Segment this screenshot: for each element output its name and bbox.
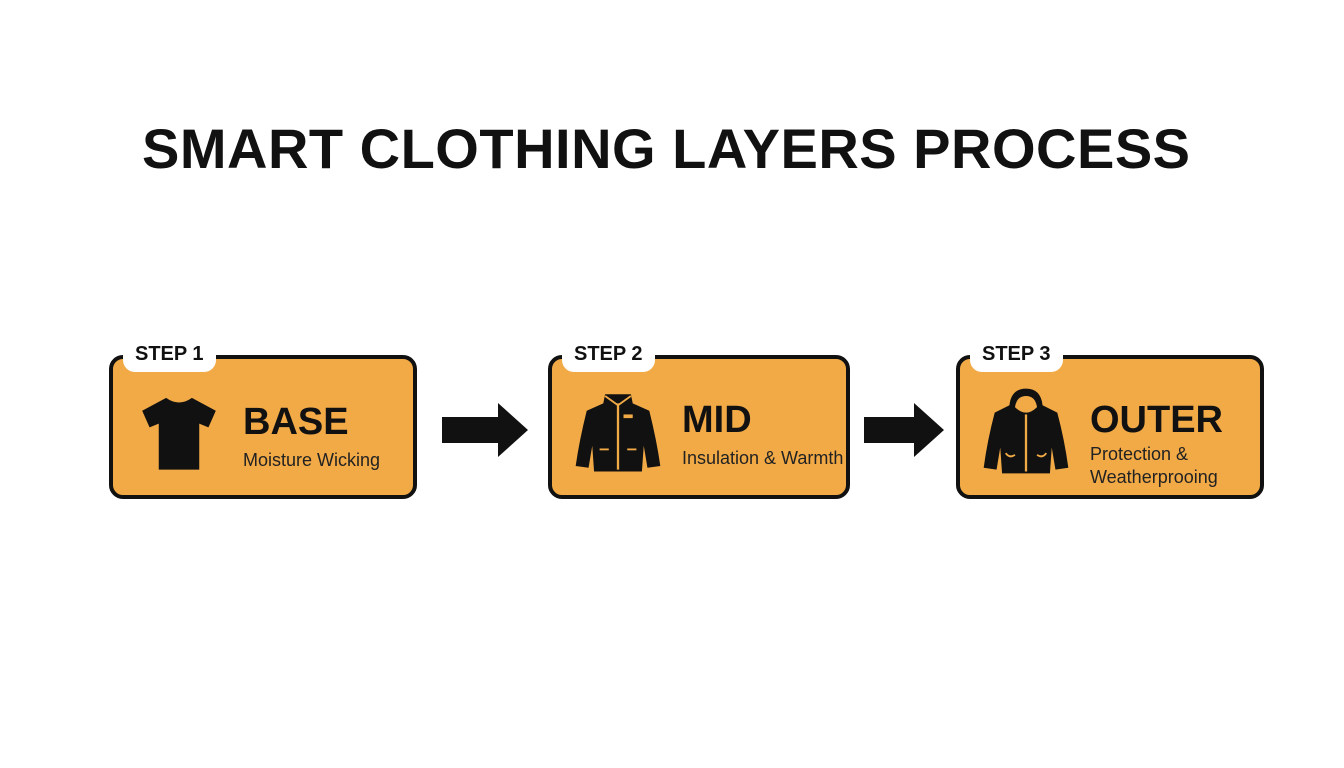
right-arrow-icon bbox=[864, 403, 950, 457]
page-title: SMART CLOTHING LAYERS PROCESS bbox=[142, 117, 1191, 180]
step-tag: STEP 2 bbox=[562, 339, 655, 372]
step-description: Insulation & Warmth bbox=[682, 448, 844, 468]
right-arrow-icon bbox=[442, 403, 528, 457]
t-shirt-icon bbox=[133, 385, 225, 477]
hooded-coat-icon bbox=[980, 385, 1072, 477]
step-heading: BASE bbox=[243, 401, 349, 443]
step-card-outer: STEP 3 OUTER Protection & Weatherprooing bbox=[956, 339, 1264, 499]
step-card-mid: STEP 2 MID Insulation & Warmth bbox=[548, 339, 850, 499]
step-tag: STEP 1 bbox=[123, 339, 216, 372]
step-description: Moisture Wicking bbox=[243, 450, 381, 470]
step-heading: OUTER bbox=[1090, 399, 1223, 441]
step-card-base: STEP 1 BASE Moisture Wicking bbox=[109, 339, 417, 499]
step-description: Protection & Weatherprooing bbox=[1090, 444, 1218, 487]
jacket-icon bbox=[572, 385, 664, 477]
step-heading: MID bbox=[682, 399, 752, 441]
step-tag: STEP 3 bbox=[970, 339, 1063, 372]
